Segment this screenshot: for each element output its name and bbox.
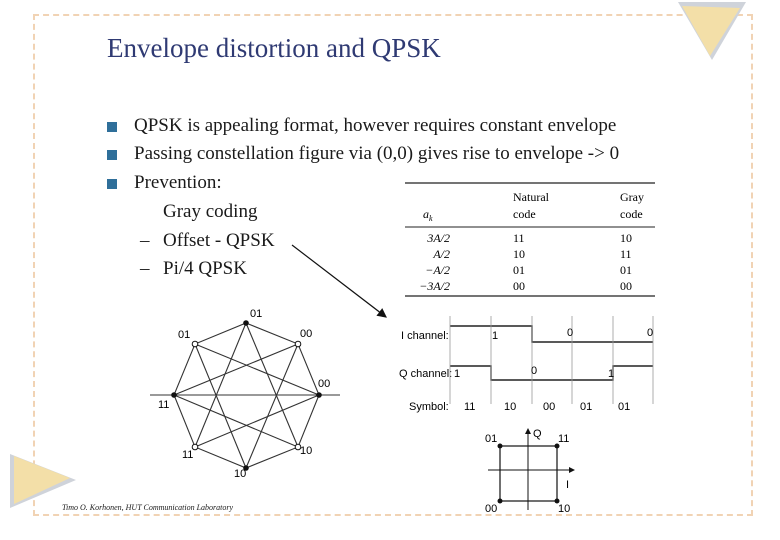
- sub-item-text: Gray coding: [163, 201, 258, 222]
- table-header-gray: Gray: [620, 190, 644, 204]
- constellation-point: [294, 443, 302, 451]
- constellation-label: 10: [558, 503, 570, 515]
- q-bit-value: 1: [608, 368, 614, 380]
- table-row: A/2 10 11: [432, 247, 631, 261]
- constellation-label: 10: [300, 445, 312, 457]
- constellation-point: [497, 443, 503, 449]
- q-bit-value: 0: [531, 365, 537, 377]
- bullet-marker: [107, 179, 117, 189]
- constellation-point: [294, 340, 302, 348]
- q-axis-label: Q: [533, 428, 542, 440]
- constellation-label: 00: [318, 378, 330, 390]
- pointer-arrow: [291, 244, 387, 318]
- constellation-point: [316, 392, 322, 398]
- i-channel-label: I channel:: [401, 330, 449, 342]
- table-cell-gray: 01: [620, 263, 632, 277]
- constellation-label: 11: [182, 449, 193, 461]
- corner-triangle-bottom-left: [10, 454, 76, 508]
- slide-title: Envelope distortion and QPSK: [107, 33, 441, 63]
- table-cell-ak: 3A/2: [426, 231, 450, 245]
- constellation-point: [243, 320, 249, 326]
- table-cell-gray: 11: [620, 247, 632, 261]
- constellation-label: 01: [178, 329, 190, 341]
- footer-credit: Timo O. Korhonen, HUT Communication Labo…: [62, 503, 234, 512]
- constellation-label: 01: [250, 308, 262, 320]
- sub-item-dash: –: [140, 230, 150, 251]
- constellation-label: 00: [485, 503, 497, 515]
- i-channel-waveform: [450, 325, 653, 343]
- table-cell-gray: 10: [620, 231, 632, 245]
- oqpsk-constellation: Q I 01 11 00 10: [485, 428, 575, 515]
- table-header-natural: code: [513, 207, 536, 221]
- symbol-label: Symbol:: [409, 401, 449, 413]
- table-row: −A/2 01 01: [425, 263, 632, 277]
- table-cell-natural: 11: [513, 231, 525, 245]
- constellation-point: [554, 443, 560, 449]
- constellation-point: [497, 498, 503, 504]
- table-header-ak: ak: [423, 207, 433, 223]
- symbol-value: 11: [464, 401, 475, 413]
- bullet-marker: [107, 150, 117, 160]
- q-channel-waveform: [450, 365, 653, 381]
- oqpsk-timing-diagram: I channel: Q channel: Symbol: 1 0 0 1 0 …: [399, 316, 654, 413]
- constellation-point: [191, 340, 199, 348]
- i-bit-value: 1: [492, 330, 498, 342]
- symbol-value: 01: [580, 401, 592, 413]
- sub-item-dash: –: [140, 258, 150, 279]
- gray-code-table: ak Natural code Gray code 3A/2 11 10 A/2…: [405, 182, 655, 297]
- sub-item-text: Offset - QPSK: [163, 230, 275, 251]
- table-row: −3A/2 00 00: [419, 279, 632, 293]
- symbol-value: 10: [504, 401, 516, 413]
- bullet-text: Passing constellation figure via (0,0) g…: [134, 143, 620, 164]
- pi4-qpsk-constellation: 01 01 00 00 11 11 10 10: [150, 308, 340, 480]
- table-cell-natural: 10: [513, 247, 525, 261]
- i-bit-value: 0: [567, 327, 573, 339]
- symbol-value: 00: [543, 401, 555, 413]
- table-cell-natural: 00: [513, 279, 525, 293]
- i-bit-value: 0: [647, 327, 653, 339]
- symbol-value: 01: [618, 401, 630, 413]
- corner-triangle-top-right: [678, 2, 746, 60]
- constellation-point: [243, 465, 249, 471]
- table-cell-ak: −A/2: [425, 263, 450, 277]
- constellation-point: [191, 443, 199, 451]
- table-header-gray: code: [620, 207, 643, 221]
- q-channel-label: Q channel:: [399, 368, 452, 380]
- bullet-text: Prevention:: [134, 172, 222, 193]
- slide-frame: [33, 14, 753, 516]
- bullet-text: QPSK is appealing format, however requir…: [134, 115, 617, 136]
- constellation-label: 00: [300, 328, 312, 340]
- sub-item-text: Pi/4 QPSK: [163, 258, 247, 279]
- q-bit-value: 1: [454, 368, 460, 380]
- constellation-label: 11: [558, 433, 569, 445]
- constellation-point: [171, 392, 177, 398]
- bullet-marker: [107, 122, 117, 132]
- constellation-label: 01: [485, 433, 497, 445]
- i-axis-label: I: [566, 479, 569, 491]
- table-cell-gray: 00: [620, 279, 632, 293]
- table-cell-natural: 01: [513, 263, 525, 277]
- table-header-natural: Natural: [513, 190, 550, 204]
- table-row: 3A/2 11 10: [426, 231, 632, 245]
- constellation-point: [554, 498, 560, 504]
- constellation-label: 11: [158, 399, 169, 411]
- table-cell-ak: A/2: [432, 247, 450, 261]
- constellation-label: 10: [234, 468, 246, 480]
- table-cell-ak: −3A/2: [419, 279, 450, 293]
